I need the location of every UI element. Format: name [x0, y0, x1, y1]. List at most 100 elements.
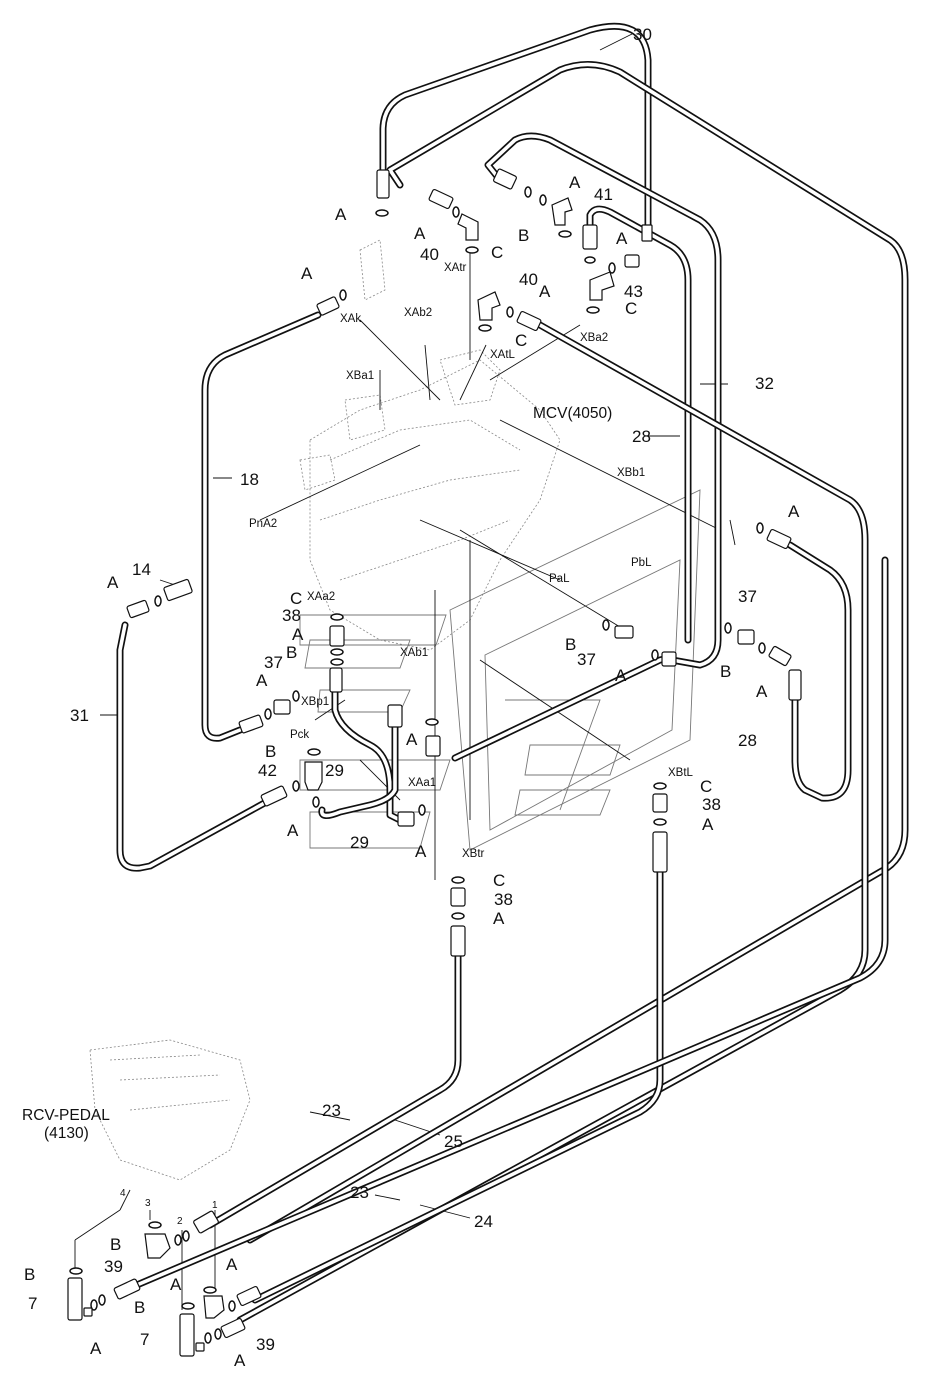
port-xbtl: XBtL	[668, 767, 694, 779]
pipe-28-right	[786, 541, 852, 802]
pipe-xba2-long	[236, 321, 869, 1324]
letter-c: C	[625, 299, 637, 318]
callout-38c: 38	[494, 890, 513, 909]
callout-23a: 23	[322, 1101, 341, 1120]
letter-a: A	[234, 1351, 246, 1370]
letter-c: C	[493, 871, 505, 890]
pipe-23-right	[251, 866, 664, 1304]
callout-24: 24	[474, 1212, 493, 1231]
letter-b: B	[24, 1265, 35, 1284]
letter-a: A	[90, 1339, 102, 1358]
port-pna2: PnA2	[249, 518, 277, 530]
letter-b: B	[565, 635, 576, 654]
letter-a: A	[301, 264, 313, 283]
pipe-29	[331, 686, 404, 824]
callout-7b: 7	[140, 1330, 149, 1349]
callout-38b: 38	[702, 795, 721, 814]
callout-29b: 29	[350, 833, 369, 852]
letter-c: C	[290, 589, 302, 608]
part-callouts: 30 41 40 40 43 3 2 28 18 14 37 38 37 37 3…	[28, 25, 774, 1354]
pipe-25	[121, 556, 889, 1294]
port-xbp1: XBp1	[301, 696, 329, 708]
letter-callouts: A A A B C A A A C C A A C A B B B A A A …	[24, 173, 800, 1370]
letter-b: B	[134, 1298, 145, 1317]
port-xab2: XAb2	[404, 307, 432, 319]
fittings	[67, 168, 802, 1357]
callout-43: 43	[624, 282, 643, 301]
letter-a: A	[287, 821, 299, 840]
letter-a: A	[406, 730, 418, 749]
callout-37c: 37	[264, 653, 283, 672]
port-pbl: PbL	[631, 557, 652, 569]
rcv-port-3: 3	[145, 1198, 151, 1209]
letter-c: C	[700, 777, 712, 796]
callout-18: 18	[240, 470, 259, 489]
callout-40a: 40	[420, 245, 439, 264]
callout-29a: 29	[325, 761, 344, 780]
letter-a: A	[788, 502, 800, 521]
mcv-ghost-outline	[299, 239, 561, 651]
port-xab1: XAb1	[400, 647, 428, 659]
letter-b: B	[110, 1235, 121, 1254]
letter-a: A	[256, 671, 268, 690]
letter-a: A	[539, 282, 551, 301]
pipe-28-inner	[586, 205, 692, 644]
pipe-23-left	[206, 951, 462, 1229]
callout-41: 41	[594, 185, 613, 204]
callout-39a: 39	[104, 1257, 123, 1276]
port-xak: XAk	[340, 313, 361, 325]
rcv-pedal-number: (4130)	[44, 1125, 89, 1142]
port-xba1: XBa1	[346, 370, 374, 382]
port-xbb1: XBb1	[617, 467, 645, 479]
letter-b: B	[518, 226, 529, 245]
callout-38a: 38	[282, 606, 301, 625]
port-pck: Pck	[290, 729, 309, 741]
letter-b: B	[265, 742, 276, 761]
callout-31: 31	[70, 706, 89, 725]
pipe-32	[246, 61, 909, 1244]
callout-14: 14	[132, 560, 151, 579]
frame-outline	[299, 489, 701, 851]
rcv-pedal-label: RCV-PEDAL	[22, 1107, 110, 1124]
letter-a: A	[170, 1275, 182, 1294]
callout-28b: 28	[738, 731, 757, 750]
letter-a: A	[615, 666, 627, 685]
port-pal: PaL	[549, 573, 570, 585]
callout-42: 42	[258, 761, 277, 780]
callout-37b: 37	[577, 650, 596, 669]
callout-40b: 40	[519, 270, 538, 289]
rcv-port-4: 4	[120, 1188, 126, 1199]
rcv-port-numbers: 4 3 2 1	[120, 1188, 218, 1227]
leader-lines	[74, 33, 736, 1310]
letter-a: A	[292, 625, 304, 644]
port-xbtr: XBtr	[462, 848, 485, 860]
letter-a: A	[226, 1255, 238, 1274]
letter-a: A	[414, 224, 426, 243]
letter-a: A	[107, 573, 119, 592]
callout-28a: 28	[632, 427, 651, 446]
letter-a: A	[415, 842, 427, 861]
callout-7a: 7	[28, 1294, 37, 1313]
callout-30: 30	[633, 25, 652, 44]
callout-23b: 23	[350, 1183, 369, 1202]
letter-a: A	[702, 815, 714, 834]
letter-a: A	[493, 909, 505, 928]
pipe-29b	[318, 721, 399, 819]
letter-a: A	[569, 173, 581, 192]
port-xba2: XBa2	[580, 332, 608, 344]
letter-c: C	[491, 243, 503, 262]
callout-39b: 39	[256, 1335, 275, 1354]
port-xatl: XAtL	[490, 349, 516, 361]
pipe-30	[379, 22, 652, 234]
letter-c: C	[515, 331, 527, 350]
rcv-port-2: 2	[177, 1216, 183, 1227]
port-xaa1: XAa1	[408, 777, 436, 789]
rcv-pedal-ghost-outline	[89, 1039, 251, 1181]
callout-25: 25	[444, 1132, 463, 1151]
pipe-28-upper	[484, 132, 722, 669]
callout-37a: 37	[738, 587, 757, 606]
pipe-31	[116, 621, 274, 872]
pipe-18	[201, 311, 322, 742]
letter-b: B	[720, 662, 731, 681]
